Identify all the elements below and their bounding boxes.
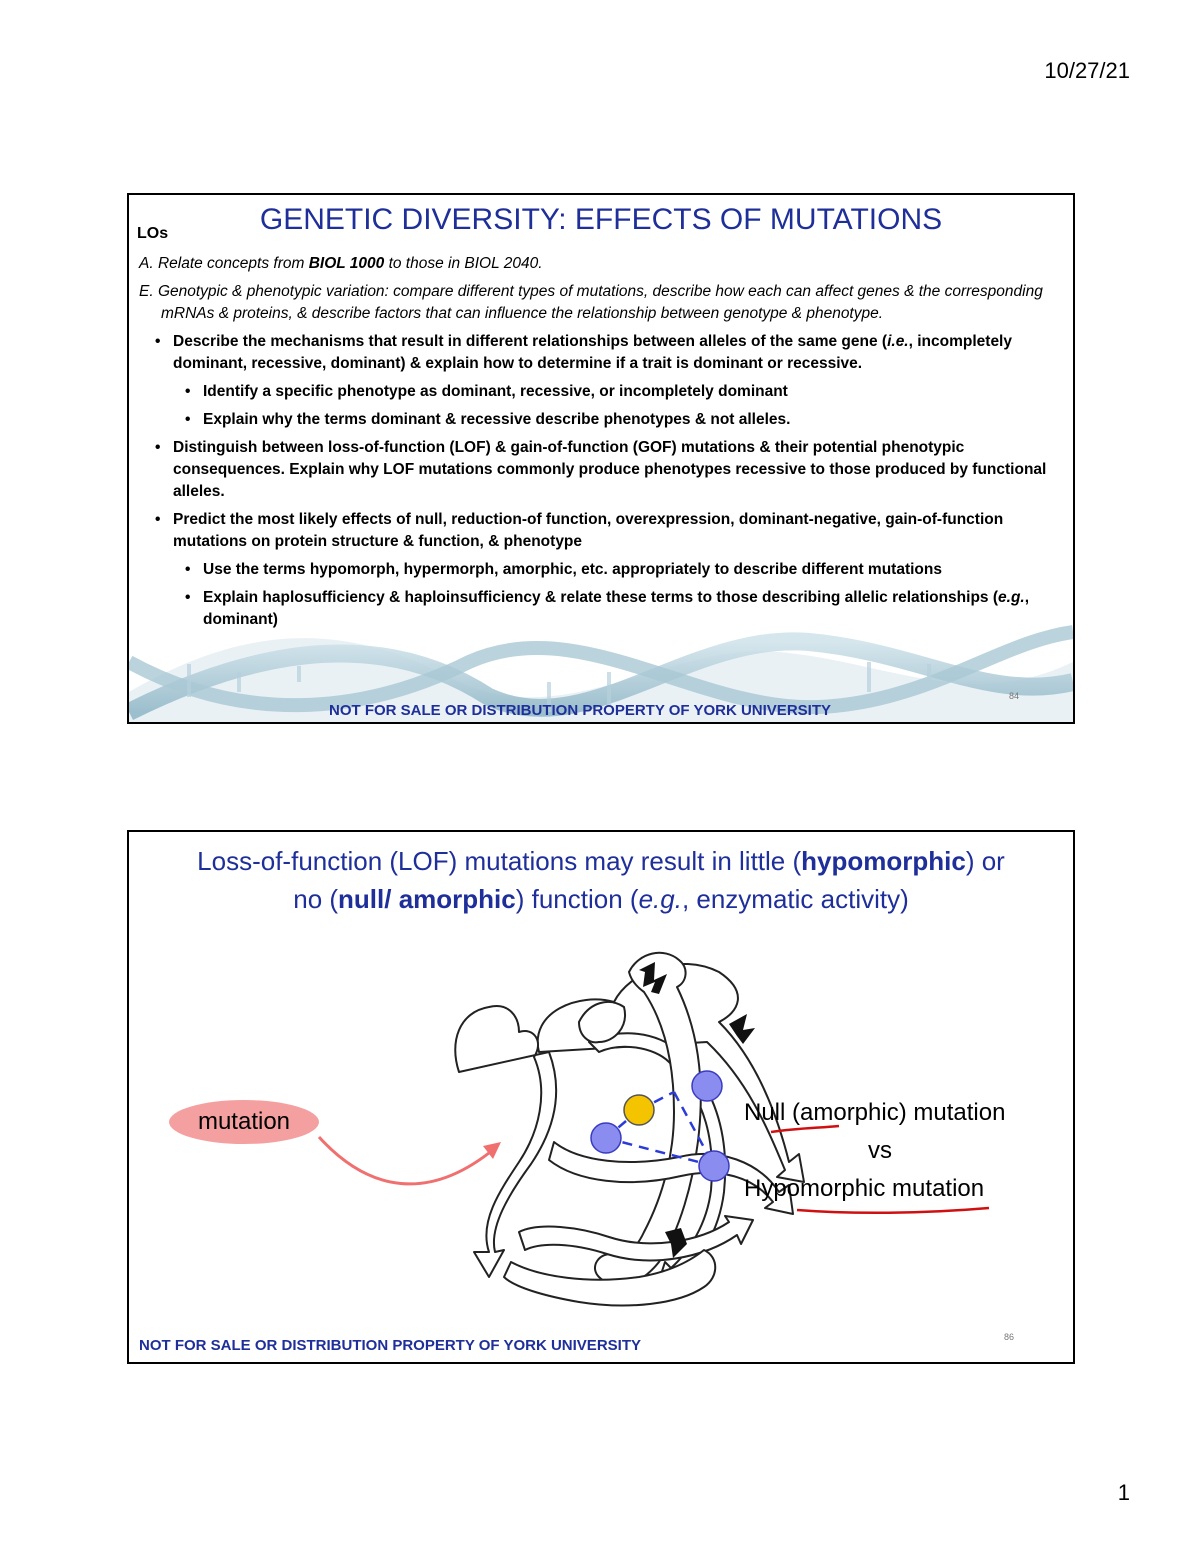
sub-bullet-haplosufficiency: Explain haplosufficiency & haploinsuffic… xyxy=(139,587,1059,631)
title-line-2: no (null/ amorphic) function (e.g., enzy… xyxy=(293,884,909,914)
bullet-predict-effects: Predict the most likely effects of null,… xyxy=(139,509,1059,553)
copyright-footer: NOT FOR SALE OR DISTRIBUTION PROPERTY OF… xyxy=(139,1337,641,1354)
sub-bullet-terms-hypomorph: Use the terms hypomorph, hypermorph, amo… xyxy=(139,559,1059,581)
residue-blue xyxy=(590,1122,622,1154)
dna-helix-background xyxy=(129,625,1073,722)
sub-bullet-explain-terms: Explain why the terms dominant & recessi… xyxy=(139,409,1059,431)
objectives-body: A. Relate concepts from BIOL 1000 to tho… xyxy=(139,253,1059,637)
null-mutation-text: Null (amorphic) mutation xyxy=(744,1099,1006,1126)
hypomorphic-mutation-text: Hypomorphic mutation xyxy=(744,1175,985,1202)
copyright-footer: NOT FOR SALE OR DISTRIBUTION PROPERTY OF… xyxy=(329,702,831,719)
mutation-label: mutation xyxy=(169,1100,319,1144)
mutation-comparison: Null (amorphic) mutation vs Hypomorphic … xyxy=(744,1094,1054,1208)
page-date: 10/27/21 xyxy=(1044,58,1130,83)
los-label: LOs xyxy=(137,225,169,242)
hypomorphic-underline xyxy=(796,1206,990,1215)
slide-title: Loss-of-function (LOF) mutations may res… xyxy=(129,842,1073,918)
bullet-allele-relationships: Describe the mechanisms that result in d… xyxy=(139,331,1059,375)
slide-number: 84 xyxy=(1009,691,1020,701)
kink-marker xyxy=(665,1228,687,1258)
sub-bullet-identify-phenotype: Identify a specific phenotype as dominan… xyxy=(139,381,1059,403)
kink-marker xyxy=(729,1014,755,1044)
objective-a: A. Relate concepts from BIOL 1000 to tho… xyxy=(139,255,543,272)
protein-ribbons xyxy=(454,951,805,1307)
vs-text: vs xyxy=(868,1137,892,1164)
mutation-arrow xyxy=(317,1135,495,1186)
page-number: 1 xyxy=(1117,1480,1130,1505)
catalytic-residue-yellow xyxy=(623,1094,655,1126)
slide-title: GENETIC DIVERSITY: EFFECTS OF MUTATIONS xyxy=(259,203,943,236)
title-line-1: Loss-of-function (LOF) mutations may res… xyxy=(197,846,1005,876)
protein-ribbon-diagram xyxy=(317,951,990,1307)
slide-loss-of-function: Loss-of-function (LOF) mutations may res… xyxy=(127,830,1075,1364)
bullet-lof-gof: Distinguish between loss-of-function (LO… xyxy=(139,437,1059,503)
residue-blue xyxy=(698,1150,730,1182)
slide-learning-objectives: LOs GENETIC DIVERSITY: EFFECTS OF MUTATI… xyxy=(127,193,1075,724)
objective-e: E. Genotypic & phenotypic variation: com… xyxy=(139,283,1043,322)
null-underline xyxy=(770,1124,840,1134)
residue-blue xyxy=(691,1070,723,1102)
slide-number: 86 xyxy=(1004,1332,1015,1342)
kink-marker xyxy=(639,962,667,994)
mutation-arrowhead xyxy=(483,1142,501,1159)
